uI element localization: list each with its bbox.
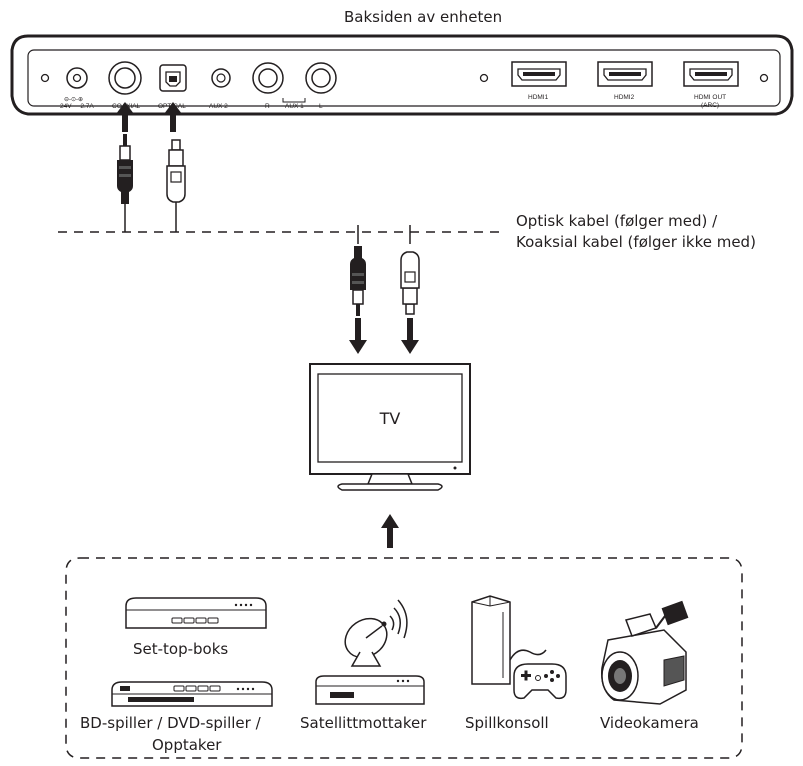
device-label-console: Spillkonsoll: [465, 714, 549, 732]
hdmi2-port: [597, 61, 653, 87]
aux1-r-jack: [252, 62, 284, 94]
cable-label-line1: Optisk kabel (følger med) /: [516, 212, 718, 230]
aux1-bracket: [282, 98, 306, 103]
optical-plug-tv-icon: [400, 251, 420, 315]
screw-hole-left: [40, 73, 50, 83]
optical-plug-icon: [166, 139, 186, 203]
satellite-receiver-icon: [315, 675, 425, 705]
hdmi1-port: [511, 61, 567, 87]
device-label-bd-line1: BD-spiller / DVD-spiller /: [80, 714, 261, 732]
device-label-satellite: Satellittmottaker: [300, 714, 427, 732]
arrow-down-coaxial-icon: [349, 318, 367, 354]
screw-hole-mid: [479, 73, 489, 83]
game-console-icon: [471, 595, 547, 685]
panel-body: [10, 34, 794, 116]
coaxial-plug-icon: [116, 133, 134, 205]
hdmi2-label: HDMI2: [614, 94, 635, 101]
aux1-r-label: R: [265, 103, 270, 110]
devices-group-frame: [65, 557, 743, 759]
gamepad-icon: [513, 663, 567, 700]
panel-inner: [27, 49, 781, 107]
device-label-settop: Set-top-boks: [133, 640, 229, 658]
video-camera-icon: [601, 600, 689, 705]
aux2-label: AUX 2: [209, 103, 228, 110]
optical-jack: [159, 64, 187, 92]
aux2-jack: [211, 68, 231, 88]
tv-icon: [309, 363, 471, 491]
device-label-camera: Videokamera: [600, 714, 699, 732]
aux1-l-label: L: [319, 103, 323, 110]
power-jack: [66, 67, 88, 89]
bd-dvd-player-icon: [111, 681, 273, 707]
cable-label-line2: Koaksial kabel (følger ikke med): [516, 233, 756, 251]
hdmi-out-label: HDMI OUT: [694, 94, 726, 101]
arrow-up-optical-icon: [164, 102, 182, 132]
satellite-dish-icon: [344, 599, 408, 667]
power-rating-label: 24V ⎓ 2.7A: [60, 103, 94, 110]
aux1-label: AUX 1: [285, 103, 304, 110]
aux1-l-jack: [305, 62, 337, 94]
arrow-up-coaxial-icon: [116, 102, 134, 132]
hdmi-out-arc-label: (ARC): [701, 102, 719, 109]
power-polarity-label: ⊖-⊙-⊕: [64, 97, 83, 103]
coaxial-jack: [108, 61, 142, 95]
hdmi-out-port: [683, 61, 739, 87]
device-label-bd-line2: Opptaker: [152, 736, 222, 754]
hdmi1-label: HDMI1: [528, 94, 549, 101]
arrow-down-optical-icon: [401, 318, 419, 354]
arrow-up-devices-icon: [381, 514, 399, 548]
tv-label: TV: [379, 409, 401, 428]
panel-title: Baksiden av enheten: [344, 8, 503, 26]
coaxial-plug-tv-icon: [349, 245, 367, 317]
screw-hole-right: [759, 73, 769, 83]
set-top-box-icon: [125, 597, 267, 629]
